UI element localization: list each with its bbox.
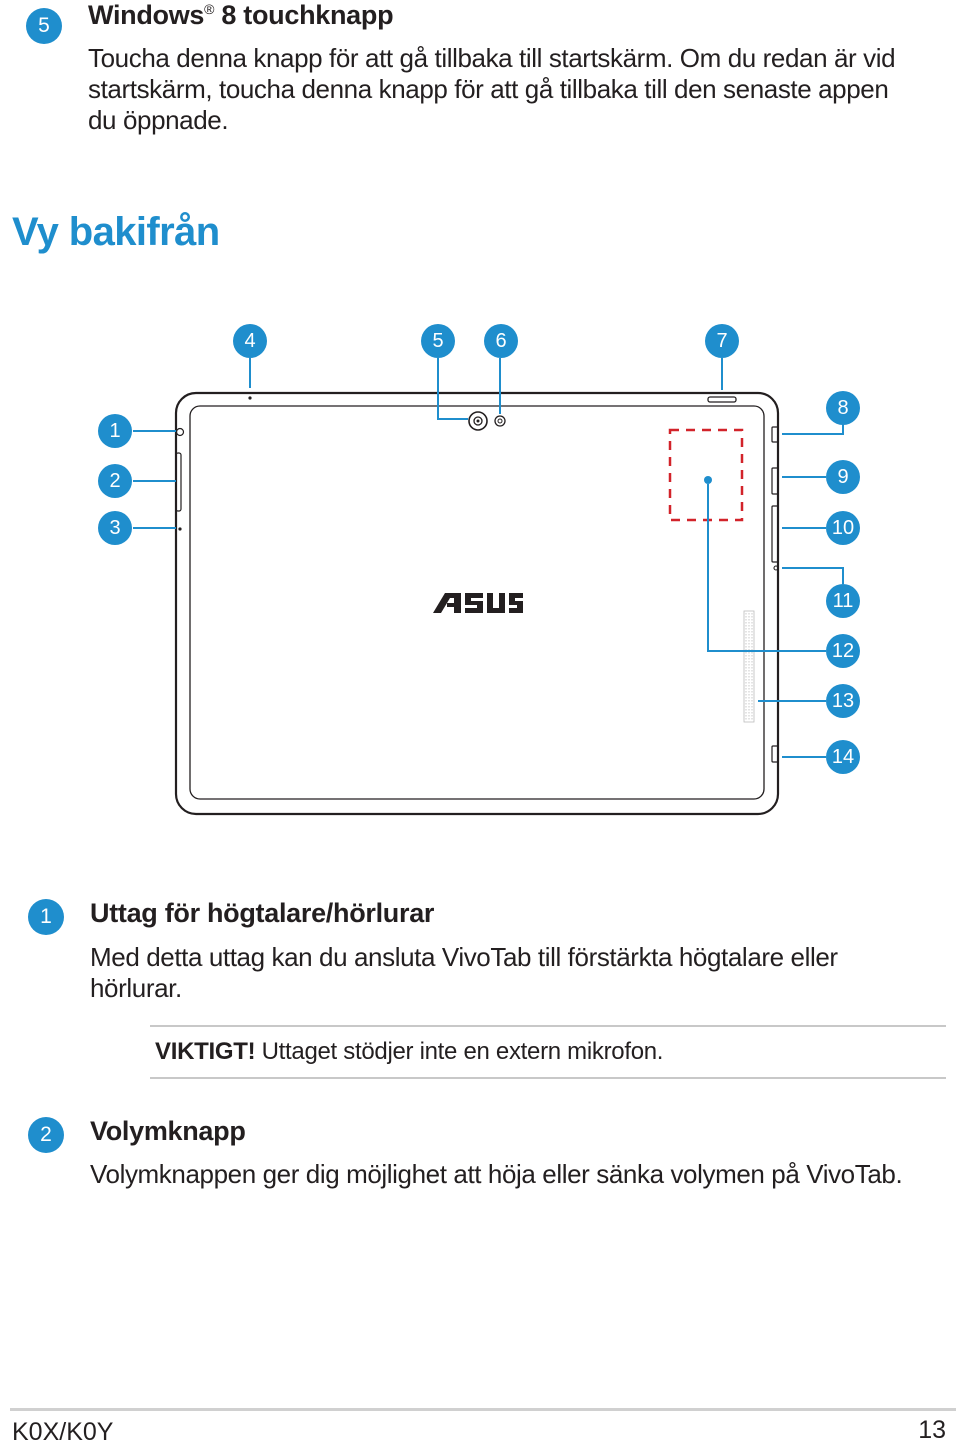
callout-5: 5 xyxy=(421,324,455,358)
item-number-badge: 2 xyxy=(28,1117,64,1153)
rear-view-diagram: 1 2 3 4 5 6 7 8 9 10 11 12 13 14 xyxy=(0,300,960,840)
section-title: Vy bakifrån xyxy=(12,210,220,254)
item-title: Windows® 8 touchknapp xyxy=(88,0,394,30)
note-bottom-rule xyxy=(150,1077,946,1079)
callout-14: 14 xyxy=(826,740,860,774)
callout-2: 2 xyxy=(98,464,132,498)
callout-7: 7 xyxy=(705,324,739,358)
callout-8: 8 xyxy=(826,391,860,425)
callout-4: 4 xyxy=(233,324,267,358)
nfc-area-shape xyxy=(668,428,744,522)
callout-6: 6 xyxy=(484,324,518,358)
callout-1: 1 xyxy=(98,414,132,448)
note-top-rule xyxy=(150,1025,946,1027)
mic-dot xyxy=(178,527,182,531)
item-number-badge: 1 xyxy=(28,899,64,935)
item-description: Med detta uttag kan du ansluta VivoTab t… xyxy=(90,942,838,1003)
flash-shape xyxy=(494,415,506,427)
item-title: Volymknapp xyxy=(90,1116,246,1146)
callout-12: 12 xyxy=(826,634,860,668)
callout-11: 11 xyxy=(826,584,860,618)
power-button-shape xyxy=(707,396,737,403)
camera-lens-shape xyxy=(468,411,488,431)
speaker-grill xyxy=(743,610,755,723)
footer-model: K0X/K0Y xyxy=(12,1418,114,1446)
top-mic-dot xyxy=(248,396,252,400)
leader-lines xyxy=(133,358,844,758)
callout-9: 9 xyxy=(826,460,860,494)
audio-jack-shape xyxy=(175,427,185,437)
asus-logo xyxy=(433,593,523,613)
item-number-badge: 5 xyxy=(26,8,62,44)
item-description: Toucha denna knapp för att gå tillbaka t… xyxy=(88,43,896,135)
tablet-rear-illustration xyxy=(133,358,844,816)
footer-rule xyxy=(10,1408,956,1411)
callout-13: 13 xyxy=(826,684,860,718)
page-number: 13 xyxy=(918,1416,946,1444)
item-description: Volymknappen ger dig möjlighet att höja … xyxy=(90,1159,903,1189)
item-title: Uttag för högtalare/hörlurar xyxy=(90,898,435,928)
important-note: VIKTIGT! Uttaget stödjer inte en extern … xyxy=(155,1038,664,1065)
callout-10: 10 xyxy=(826,511,860,545)
callout-3: 3 xyxy=(98,511,132,545)
